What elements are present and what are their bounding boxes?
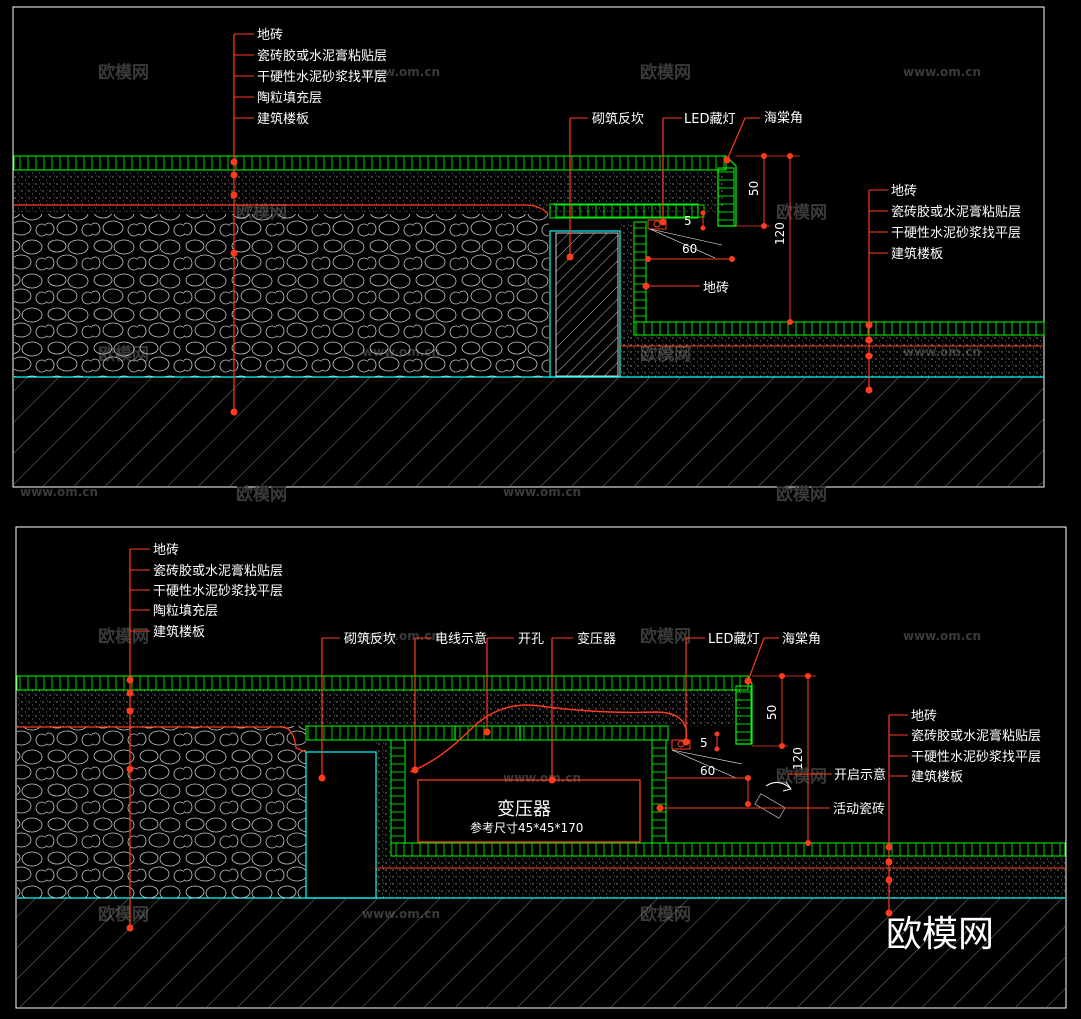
corner-label: 海棠角 — [782, 632, 821, 647]
led-strip-icon — [671, 739, 743, 779]
layer-label: 地砖 — [153, 543, 179, 558]
section-b: 欧模网 www.om.cn 欧模网 www.om.cn 欧模网 www.om.c… — [15, 484, 1067, 1009]
wire-path — [409, 704, 688, 773]
floor-tile — [16, 675, 749, 691]
led-strip-icon — [647, 219, 723, 259]
transformer-size: 参考尺寸45*45*170 — [470, 820, 583, 835]
curb-label: 砌筑反坎 — [344, 631, 396, 647]
frame-b — [15, 526, 1067, 1009]
leader-top — [318, 637, 779, 784]
watermark-url: www.om.cn — [903, 65, 981, 79]
layer-label: 瓷砖胶或水泥膏粘贴层 — [891, 204, 1021, 220]
watermark-brand: 欧模网 — [98, 62, 149, 83]
layer-label: 建筑楼板 — [257, 111, 309, 127]
layer-label: 建筑楼板 — [911, 769, 963, 785]
transformer-label: 变压器 — [577, 631, 616, 647]
leader-left — [126, 548, 150, 932]
frame-a — [12, 6, 1045, 488]
ceramsite-fill — [14, 214, 549, 377]
layer-label: 瓷砖胶或水泥膏粘贴层 — [911, 728, 1041, 744]
watermark-url: www.om.cn — [20, 485, 98, 499]
masonry-curb — [305, 751, 377, 899]
layer-label: 干硬性水泥砂浆找平层 — [257, 70, 387, 85]
lower-tile — [390, 842, 1066, 857]
watermark-brand: 欧模网 — [98, 626, 149, 647]
lower-tile — [633, 321, 1045, 336]
watermark-url: www.om.cn — [503, 771, 581, 785]
watermark-url: www.om.cn — [362, 65, 440, 79]
layer-label: 地砖 — [891, 184, 917, 199]
dim-50: 50 — [765, 705, 779, 720]
watermark-brand: 欧模网 — [640, 626, 691, 647]
open-arrow-icon — [754, 781, 792, 819]
dimension-lines — [645, 153, 800, 325]
brand-logo: 欧模网 — [886, 914, 994, 955]
watermark-url: www.om.cn — [362, 629, 440, 643]
dim-120: 120 — [773, 222, 787, 245]
hole-label: 开孔 — [518, 632, 544, 647]
leader-left — [230, 33, 254, 416]
layer-label: 建筑楼板 — [153, 624, 205, 640]
mortar-layer — [17, 690, 741, 726]
layer-label: 干硬性水泥砂浆找平层 — [891, 226, 1021, 241]
open-label: 开启示意 — [834, 767, 886, 783]
dim-120: 120 — [791, 747, 805, 770]
watermark-brand: 欧模网 — [776, 202, 827, 223]
led-label: LED藏灯 — [708, 632, 759, 647]
watermark-brand: 欧模网 — [236, 484, 287, 505]
transformer-title: 变压器 — [497, 799, 551, 820]
leader-top — [566, 117, 760, 261]
watermark-brand: 欧模网 — [640, 62, 691, 83]
lower-mortar — [620, 335, 1044, 377]
layer-label: 地砖 — [257, 28, 283, 43]
dim-60: 60 — [682, 242, 697, 256]
layer-label: 建筑楼板 — [891, 246, 943, 262]
layer-label: 干硬性水泥砂浆找平层 — [153, 584, 283, 599]
leader-right — [885, 714, 908, 917]
wall-tile-label: 地砖 — [703, 281, 729, 296]
dim-5: 5 — [684, 214, 692, 228]
removable-tile-label: 活动瓷砖 — [833, 802, 885, 817]
dim-5: 5 — [700, 736, 708, 750]
lower-mortar — [376, 856, 1065, 898]
ceramsite-fill — [17, 726, 306, 898]
dim-50: 50 — [747, 181, 761, 196]
structural-slab — [14, 377, 1044, 486]
transformer-box — [417, 779, 641, 843]
layer-label: 陶粒填充层 — [257, 90, 322, 106]
watermark-brand: 欧模网 — [776, 484, 827, 505]
layer-label: 陶粒填充层 — [153, 603, 218, 619]
watermark-brand: 欧模网 — [776, 766, 827, 787]
wire-label: 电线示意 — [435, 631, 487, 647]
dim-60: 60 — [700, 764, 715, 778]
floor-tile — [13, 155, 727, 171]
layer-label: 瓷砖胶或水泥膏粘贴层 — [153, 563, 283, 579]
layer-label: 瓷砖胶或水泥膏粘贴层 — [257, 48, 387, 64]
watermark-url: www.om.cn — [903, 629, 981, 643]
layer-label: 干硬性水泥砂浆找平层 — [911, 750, 1041, 765]
led-label: LED藏灯 — [684, 112, 735, 127]
corner-label: 海棠角 — [764, 111, 803, 126]
layer-label: 地砖 — [911, 709, 937, 724]
leader-right — [865, 189, 888, 394]
dimension-lines — [666, 673, 816, 846]
curb-label: 砌筑反坎 — [592, 111, 644, 127]
section-a: 欧模网 www.om.cn 欧模网 www.om.cn 欧模网 www.om.c… — [12, 6, 1045, 488]
watermark-url: www.om.cn — [503, 485, 581, 499]
